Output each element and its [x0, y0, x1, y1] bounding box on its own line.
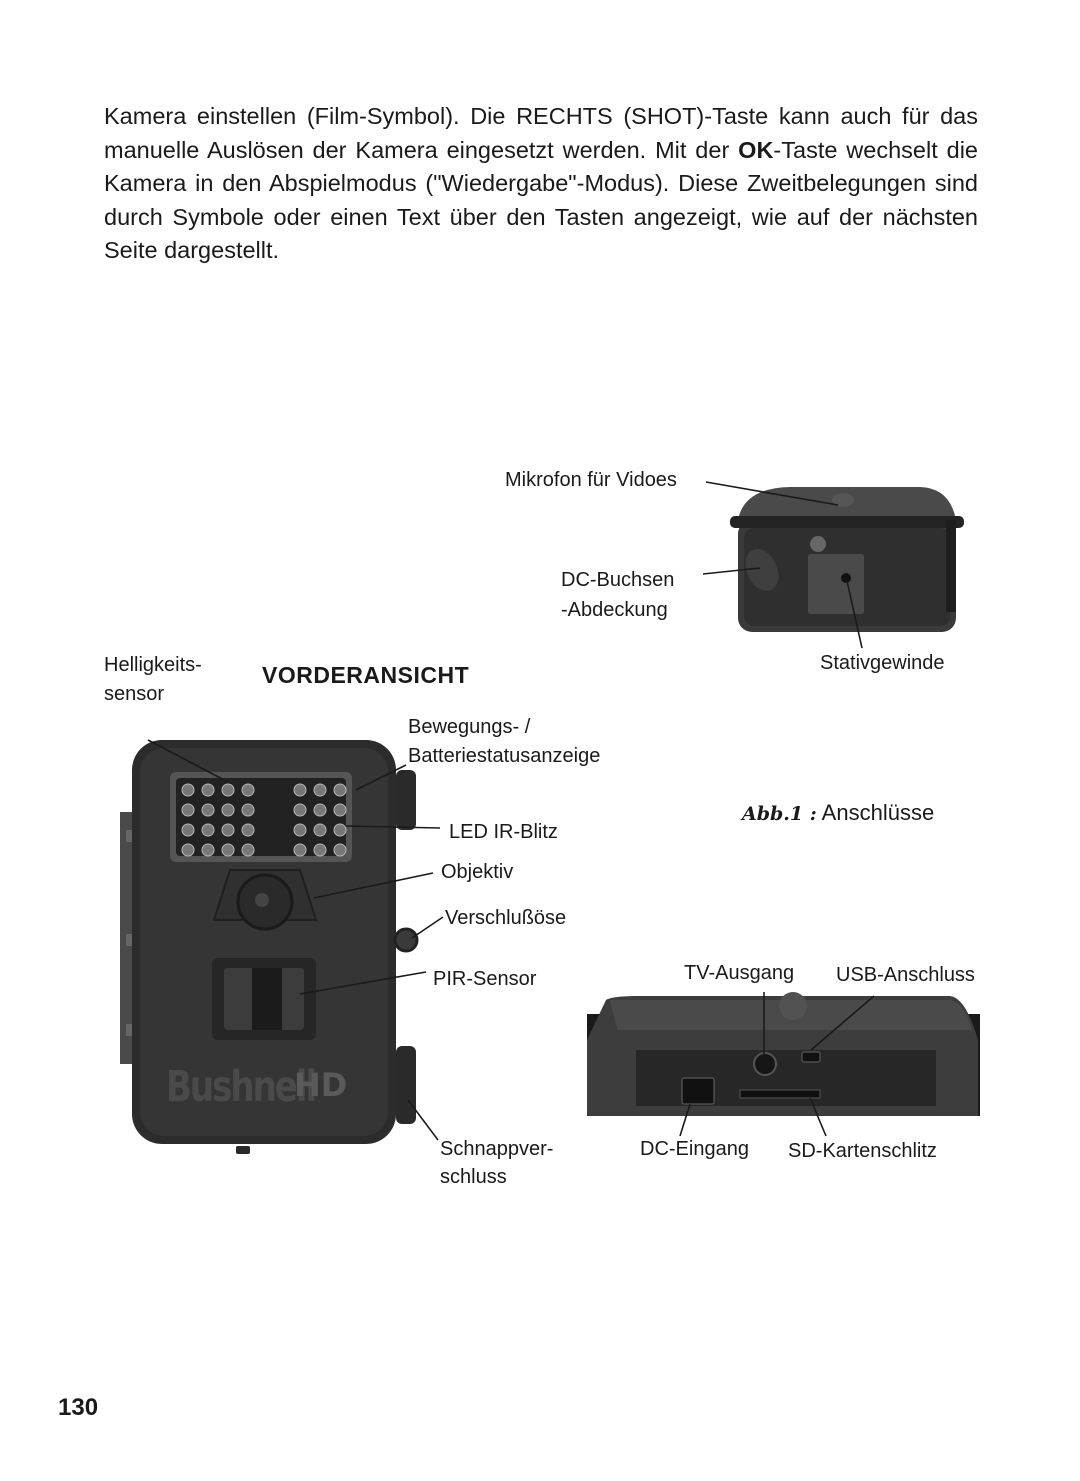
brand-logo: Bushnell [166, 1062, 317, 1112]
ir-led [293, 843, 307, 857]
label-light-sensor-2: sensor [104, 683, 165, 705]
ir-led [241, 843, 255, 857]
ir-led [221, 823, 235, 837]
label-microphone: Mikrofon für Vidoes [505, 469, 677, 491]
ir-led [181, 803, 195, 817]
ir-led [313, 843, 327, 857]
ir-led [333, 843, 347, 857]
led-array [181, 783, 347, 857]
label-dc-in: DC-Eingang [640, 1138, 749, 1160]
ir-led [201, 803, 215, 817]
label-status-2: Batteriestatusanzeige [408, 745, 601, 767]
body-paragraph: Kamera einstellen (Film-Symbol). Die REC… [104, 100, 978, 268]
page-number: 130 [58, 1394, 99, 1421]
label-tripod-thread: Stativgewinde [820, 652, 945, 674]
ir-led [221, 803, 235, 817]
ir-led [181, 783, 195, 797]
label-latch-1: Schnappver- [440, 1138, 554, 1160]
ir-led [293, 823, 307, 837]
ir-led [201, 843, 215, 857]
label-usb: USB-Anschluss [836, 964, 975, 986]
label-light-sensor-1: Helligkeits- [104, 654, 202, 676]
ir-led [241, 823, 255, 837]
ir-led [241, 803, 255, 817]
ir-led [221, 783, 235, 797]
label-pir-sensor: PIR-Sensor [433, 968, 537, 990]
label-dc-cover-2: -Abdeckung [561, 599, 668, 621]
label-lock-eye: Verschlußöse [445, 907, 567, 929]
caption-text: Anschlüsse [816, 800, 935, 825]
paragraph-text-1: Kamera einstellen (Film-Symbol). Die REC… [104, 103, 978, 163]
label-latch-2: schluss [440, 1166, 507, 1188]
front-view-camera [120, 740, 419, 1154]
ir-led [201, 783, 215, 797]
ir-led [333, 783, 347, 797]
label-sd-slot: SD-Kartenschlitz [788, 1140, 937, 1162]
label-tv-out: TV-Ausgang [684, 962, 795, 984]
label-lens: Objektiv [441, 861, 514, 883]
ir-led [313, 823, 327, 837]
bottom-view-camera [587, 992, 980, 1116]
ir-led [241, 783, 255, 797]
top-view-camera [730, 487, 964, 632]
figure-caption: Abb.1 : Anschlüsse [742, 800, 934, 826]
ir-led [293, 783, 307, 797]
ir-led [313, 803, 327, 817]
ir-led [181, 823, 195, 837]
ir-led [313, 783, 327, 797]
brand-hd-logo: HD [294, 1066, 348, 1104]
ir-led [293, 803, 307, 817]
ok-key-label: OK [738, 136, 774, 163]
label-status-1: Bewegungs- / [408, 716, 531, 738]
paragraph-text-2: -Taste wechselt die Kamera in den Abspie… [104, 136, 978, 264]
caption-abb: Abb.1 : [742, 803, 817, 825]
label-led-flash: LED IR-Blitz [449, 821, 558, 843]
leader-lines [147, 481, 875, 1141]
ir-led [221, 843, 235, 857]
ir-led [181, 843, 195, 857]
front-view-title: VORDERANSICHT [262, 662, 470, 688]
ir-led [201, 823, 215, 837]
ir-led [333, 823, 347, 837]
ir-led [333, 803, 347, 817]
label-dc-cover-1: DC-Buchsen [561, 569, 675, 591]
